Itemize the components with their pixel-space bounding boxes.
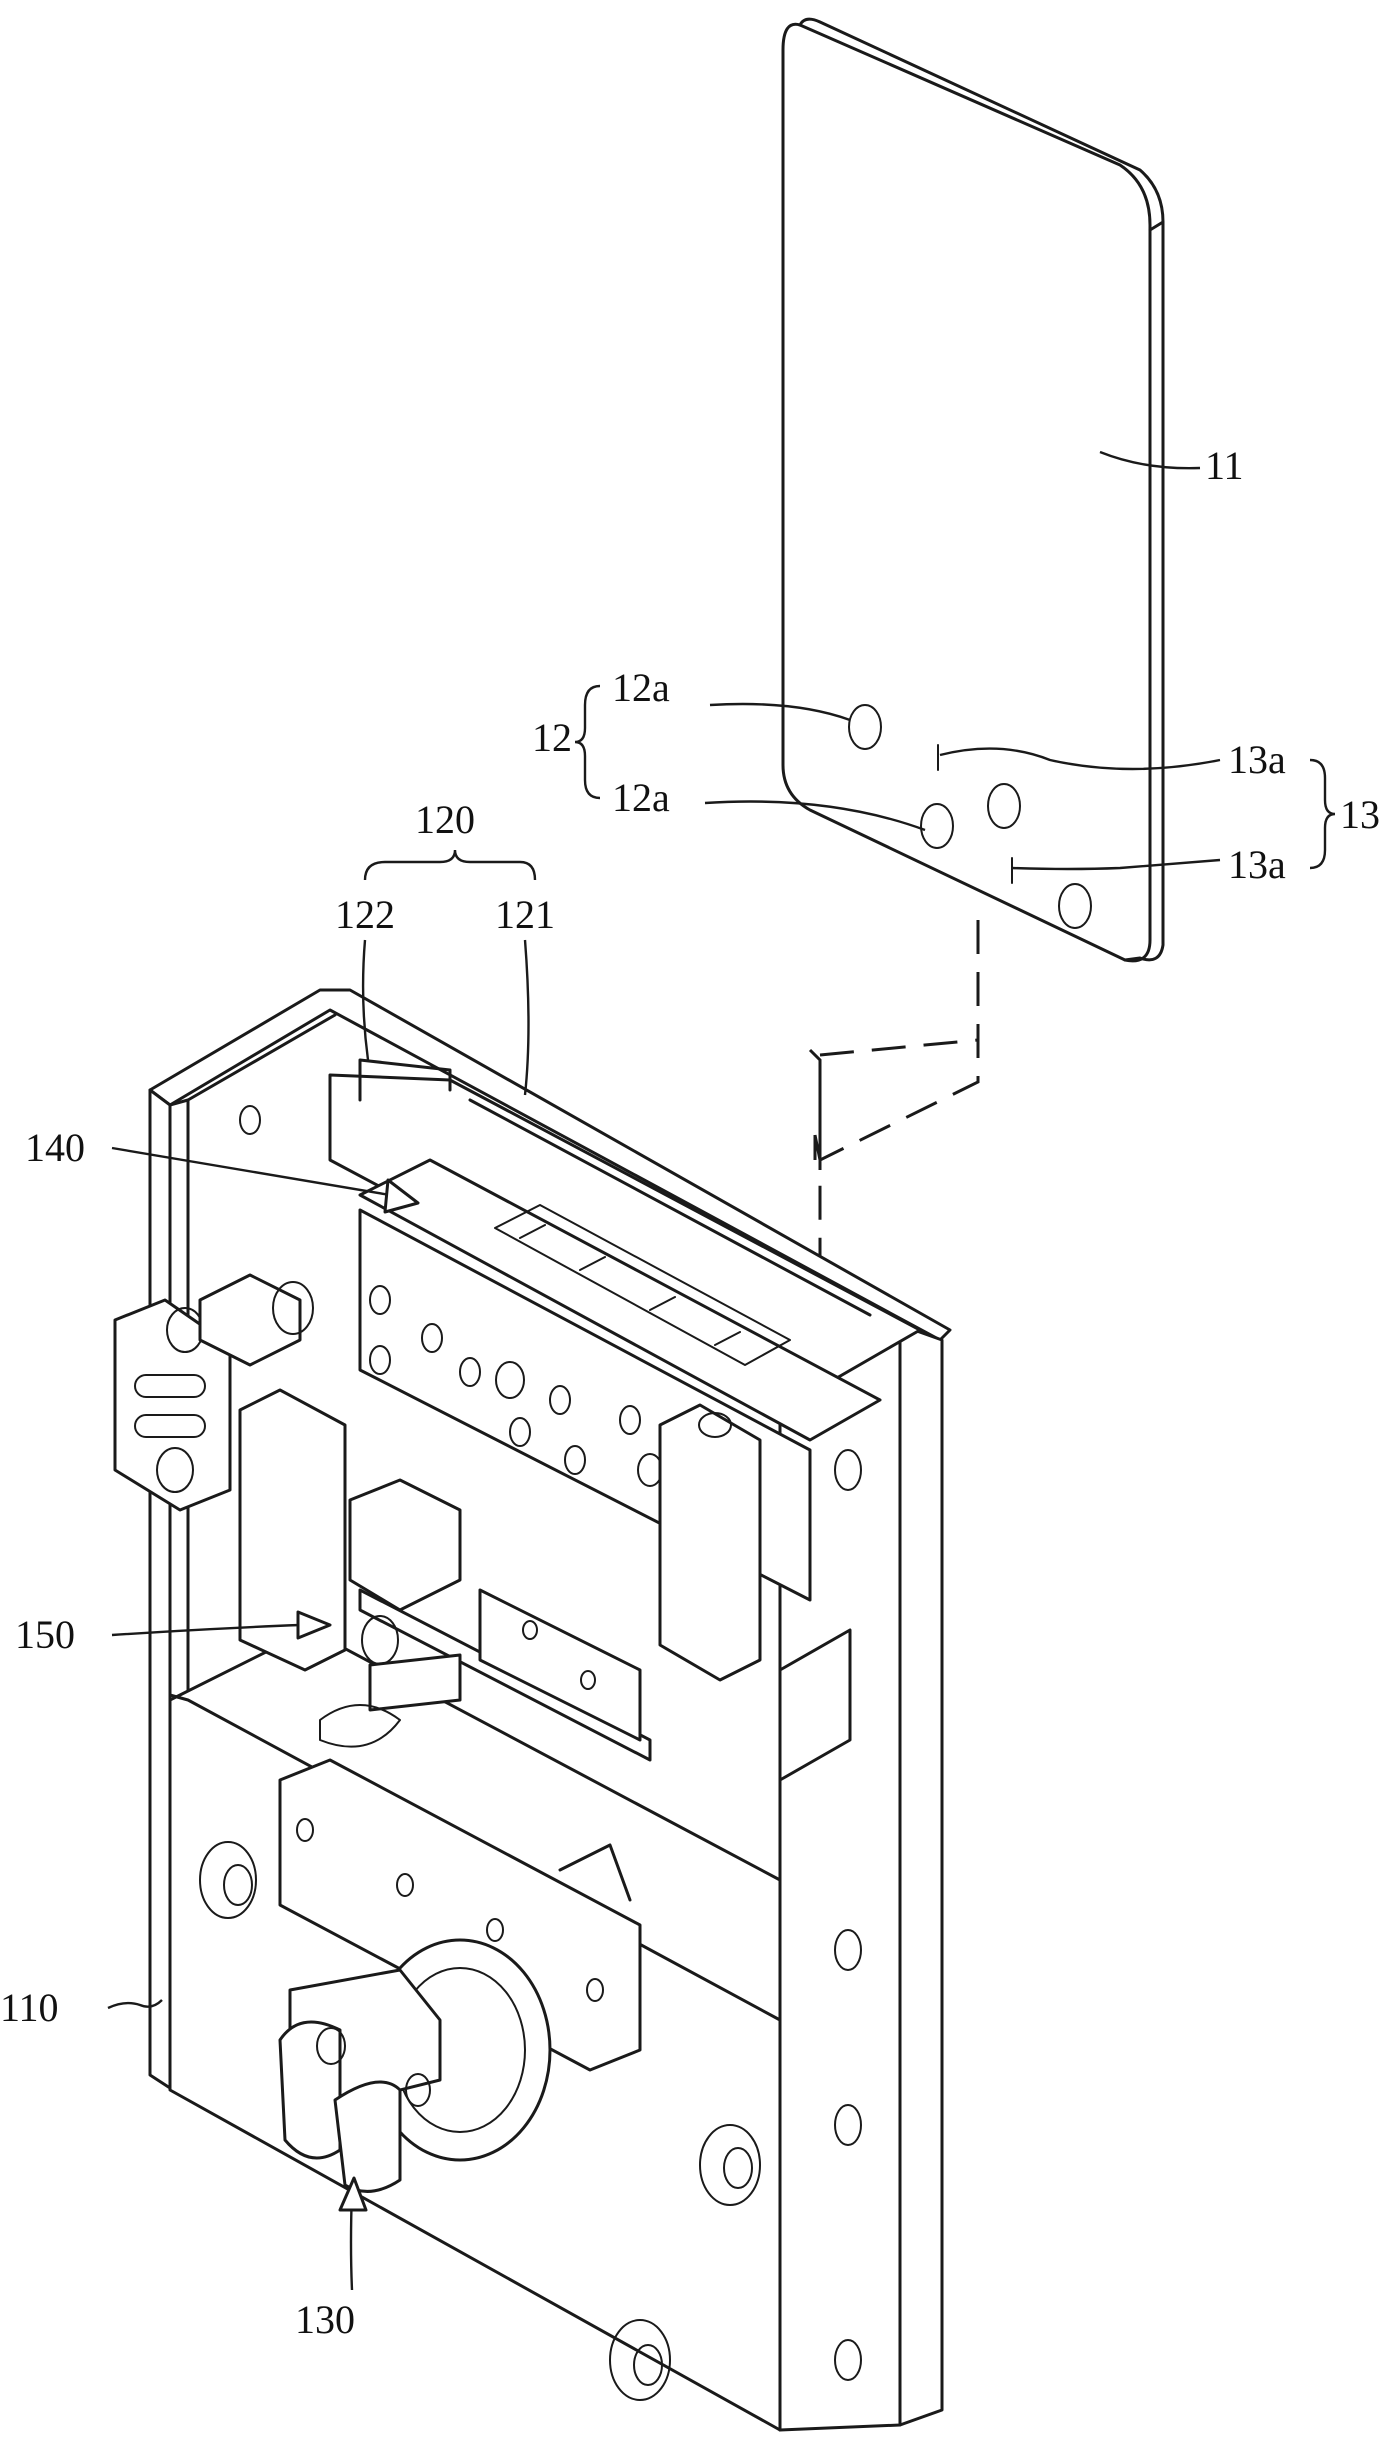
hole-12a-lower xyxy=(920,803,954,849)
label-121: 121 xyxy=(495,892,555,937)
label-140: 140 xyxy=(25,1125,85,1170)
hole-12a-upper xyxy=(848,704,882,750)
label-13: 13 xyxy=(1340,792,1380,837)
electronic-module xyxy=(328,1058,922,1682)
label-13a-bottom: 13a xyxy=(1228,842,1286,887)
label-12a-bottom: 12a xyxy=(612,775,670,820)
label-120: 120 xyxy=(415,797,475,842)
label-12a-top: 12a xyxy=(612,665,670,710)
annotation-leaders xyxy=(107,450,1336,2291)
actuator-assembly xyxy=(238,1388,652,2072)
label-12: 12 xyxy=(532,715,572,760)
cover-plate xyxy=(781,17,1165,963)
left-bracket xyxy=(113,1273,314,1512)
label-110: 110 xyxy=(0,1985,59,2030)
label-130: 130 xyxy=(295,2297,355,2342)
hole-13a-lower xyxy=(1058,883,1092,929)
spindle xyxy=(278,1938,552,2193)
label-11: 11 xyxy=(1205,443,1244,488)
hole-13a-upper xyxy=(987,783,1021,829)
label-13a-top: 13a xyxy=(1228,737,1286,782)
label-150: 150 xyxy=(15,1612,75,1657)
label-122: 122 xyxy=(335,892,395,937)
